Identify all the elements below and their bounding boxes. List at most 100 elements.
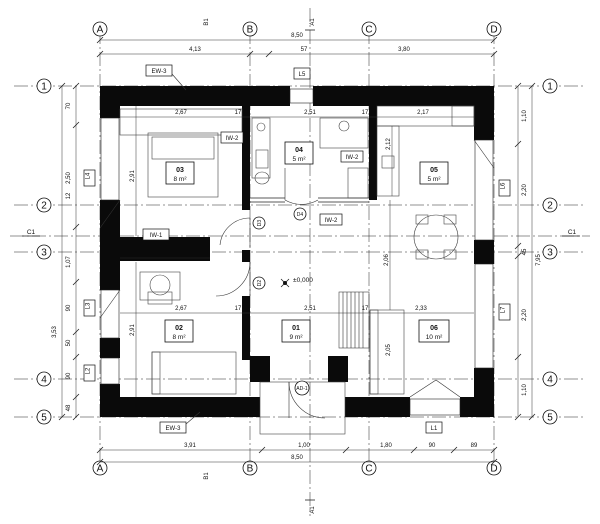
section-b1-bottom: B1 bbox=[204, 472, 210, 480]
level-value: ±0,000 bbox=[293, 277, 313, 284]
wall-tag-iw2-b: IW-2 bbox=[340, 150, 364, 163]
door-labels: D3 D4 D2 AD-1 bbox=[252, 207, 310, 396]
axis-bubble-3-left: 3 bbox=[36, 244, 52, 260]
axis-bubble-1-left: 1 bbox=[36, 78, 52, 94]
dim-left-5: 90 bbox=[66, 304, 72, 311]
dim-top-mid: 57 bbox=[301, 47, 308, 53]
axis-bubble-5-left: 5 bbox=[36, 409, 52, 425]
window-tag-l3: L3 bbox=[83, 299, 96, 317]
dim-r01-gap: 17 bbox=[362, 306, 369, 312]
dim-left-7: 50 bbox=[66, 339, 72, 346]
axis-bubble-b-bottom: B bbox=[242, 460, 258, 476]
dim-bottom-end: 89 bbox=[471, 443, 478, 449]
room-dimensions: 2,67 17 2,51 17 2,17 2,91 2,12 2,06 2,67… bbox=[120, 106, 474, 397]
dim-r03-w: 2,67 bbox=[175, 110, 187, 116]
axis-bubble-d-top: D bbox=[486, 21, 502, 37]
svg-text:L1: L1 bbox=[431, 426, 438, 432]
axis-bubble-4-left: 4 bbox=[36, 371, 52, 387]
svg-text:IW-1: IW-1 bbox=[150, 233, 163, 239]
svg-text:3: 3 bbox=[547, 248, 553, 259]
svg-text:3: 3 bbox=[41, 248, 47, 259]
axis-bubble-a-top: A bbox=[92, 21, 108, 37]
dim-left-2: 2,50 bbox=[66, 172, 72, 184]
dim-r03-h: 2,91 bbox=[130, 170, 136, 182]
svg-text:D4: D4 bbox=[297, 212, 304, 218]
section-a1-bottom: A1 bbox=[310, 506, 316, 514]
svg-text:D3: D3 bbox=[257, 220, 263, 227]
room-label-06: 06 10 m² bbox=[418, 319, 450, 343]
dim-left-9: 48 bbox=[66, 404, 72, 411]
svg-text:2: 2 bbox=[41, 201, 47, 212]
svg-text:EW-3: EW-3 bbox=[166, 426, 182, 432]
dimension-chains: 8,50 4,13 57 3,80 3,91 1,00 1,80 90 89 8… bbox=[52, 33, 542, 466]
svg-text:04: 04 bbox=[295, 147, 303, 154]
axis-bubble-c-bottom: C bbox=[361, 460, 377, 476]
room-label-05: 05 5 m² bbox=[419, 161, 449, 185]
svg-text:4: 4 bbox=[41, 375, 47, 386]
dim-bottom-a-b: 3,91 bbox=[184, 443, 196, 449]
axis-bubble-2-right: 2 bbox=[542, 197, 558, 213]
room-labels: 03 8 m² 04 5 m² 05 5 m² 02 8 m² 01 9 m² … bbox=[164, 141, 450, 343]
furniture bbox=[119, 105, 475, 435]
svg-text:B: B bbox=[247, 464, 254, 475]
dim-bottom-total: 8,50 bbox=[291, 455, 303, 461]
section-c1-right: C1 bbox=[568, 229, 577, 236]
svg-text:L3: L3 bbox=[86, 302, 92, 309]
svg-text:8 m²: 8 m² bbox=[174, 176, 188, 183]
svg-text:C: C bbox=[365, 25, 372, 36]
svg-text:05: 05 bbox=[430, 167, 438, 174]
svg-text:IW-2: IW-2 bbox=[346, 155, 359, 161]
svg-text:2: 2 bbox=[547, 201, 553, 212]
window-tag-l4: L4 bbox=[83, 169, 96, 187]
axis-bubble-a-bottom: A bbox=[92, 460, 108, 476]
dim-r06-h2: 2,05 bbox=[386, 344, 392, 356]
room-label-02: 02 8 m² bbox=[164, 319, 194, 343]
interior-walls bbox=[120, 106, 377, 382]
wall-tag-iw2-c: IW-2 bbox=[319, 213, 343, 226]
door-ad1-label: AD-1 bbox=[294, 380, 310, 396]
svg-text:10 m²: 10 m² bbox=[426, 334, 443, 341]
svg-text:8 m²: 8 m² bbox=[173, 334, 187, 341]
dim-bottom-mid2: 90 bbox=[429, 443, 436, 449]
svg-text:5 m²: 5 m² bbox=[428, 176, 442, 183]
dim-right-3: 45 bbox=[522, 248, 528, 255]
window-tag-l7: L7 bbox=[498, 303, 511, 321]
axis-bubble-4-right: 4 bbox=[542, 371, 558, 387]
dim-r06-h1: 2,06 bbox=[384, 254, 390, 266]
room-label-03: 03 8 m² bbox=[165, 161, 195, 185]
svg-text:L5: L5 bbox=[299, 72, 306, 78]
door-d2-label: D2 bbox=[252, 276, 266, 290]
dim-r02-gap: 17 bbox=[235, 306, 242, 312]
svg-text:L2: L2 bbox=[86, 367, 92, 374]
wall-tag-ew3-top: EW-3 bbox=[145, 64, 173, 77]
svg-text:01: 01 bbox=[292, 325, 300, 332]
svg-text:EW-3: EW-3 bbox=[152, 69, 168, 75]
dim-right-1: 1,10 bbox=[522, 110, 528, 122]
dim-r05-w: 2,17 bbox=[417, 110, 429, 116]
svg-text:IW-2: IW-2 bbox=[226, 136, 239, 142]
door-swings bbox=[99, 139, 495, 419]
wall-tag-iw1: IW-1 bbox=[142, 228, 170, 241]
section-marks: B1 A1 B1 A1 C1 C1 bbox=[22, 18, 580, 514]
dim-r04-gap: 17 bbox=[362, 110, 369, 116]
svg-text:4: 4 bbox=[547, 375, 553, 386]
room-label-01: 01 9 m² bbox=[281, 319, 311, 343]
axis-bubble-5-right: 5 bbox=[542, 409, 558, 425]
axis-bubble-3-right: 3 bbox=[542, 244, 558, 260]
axis-bubble-b-top: B bbox=[242, 21, 258, 37]
svg-text:B: B bbox=[247, 25, 254, 36]
window-tag-l5: L5 bbox=[293, 67, 311, 80]
svg-text:1: 1 bbox=[547, 82, 553, 93]
axis-bubble-d-bottom: D bbox=[486, 460, 502, 476]
svg-text:L7: L7 bbox=[501, 306, 507, 313]
svg-text:IW-2: IW-2 bbox=[325, 218, 338, 224]
section-a1-top: A1 bbox=[310, 18, 316, 26]
dim-left-3: 12 bbox=[66, 192, 72, 199]
dim-r05-h: 2,12 bbox=[386, 138, 392, 150]
section-b1-top: B1 bbox=[204, 18, 210, 26]
svg-text:A: A bbox=[97, 25, 104, 36]
dim-r04-w: 2,51 bbox=[304, 110, 316, 116]
svg-text:L4: L4 bbox=[86, 172, 92, 179]
door-d4-label: D4 bbox=[293, 207, 307, 221]
